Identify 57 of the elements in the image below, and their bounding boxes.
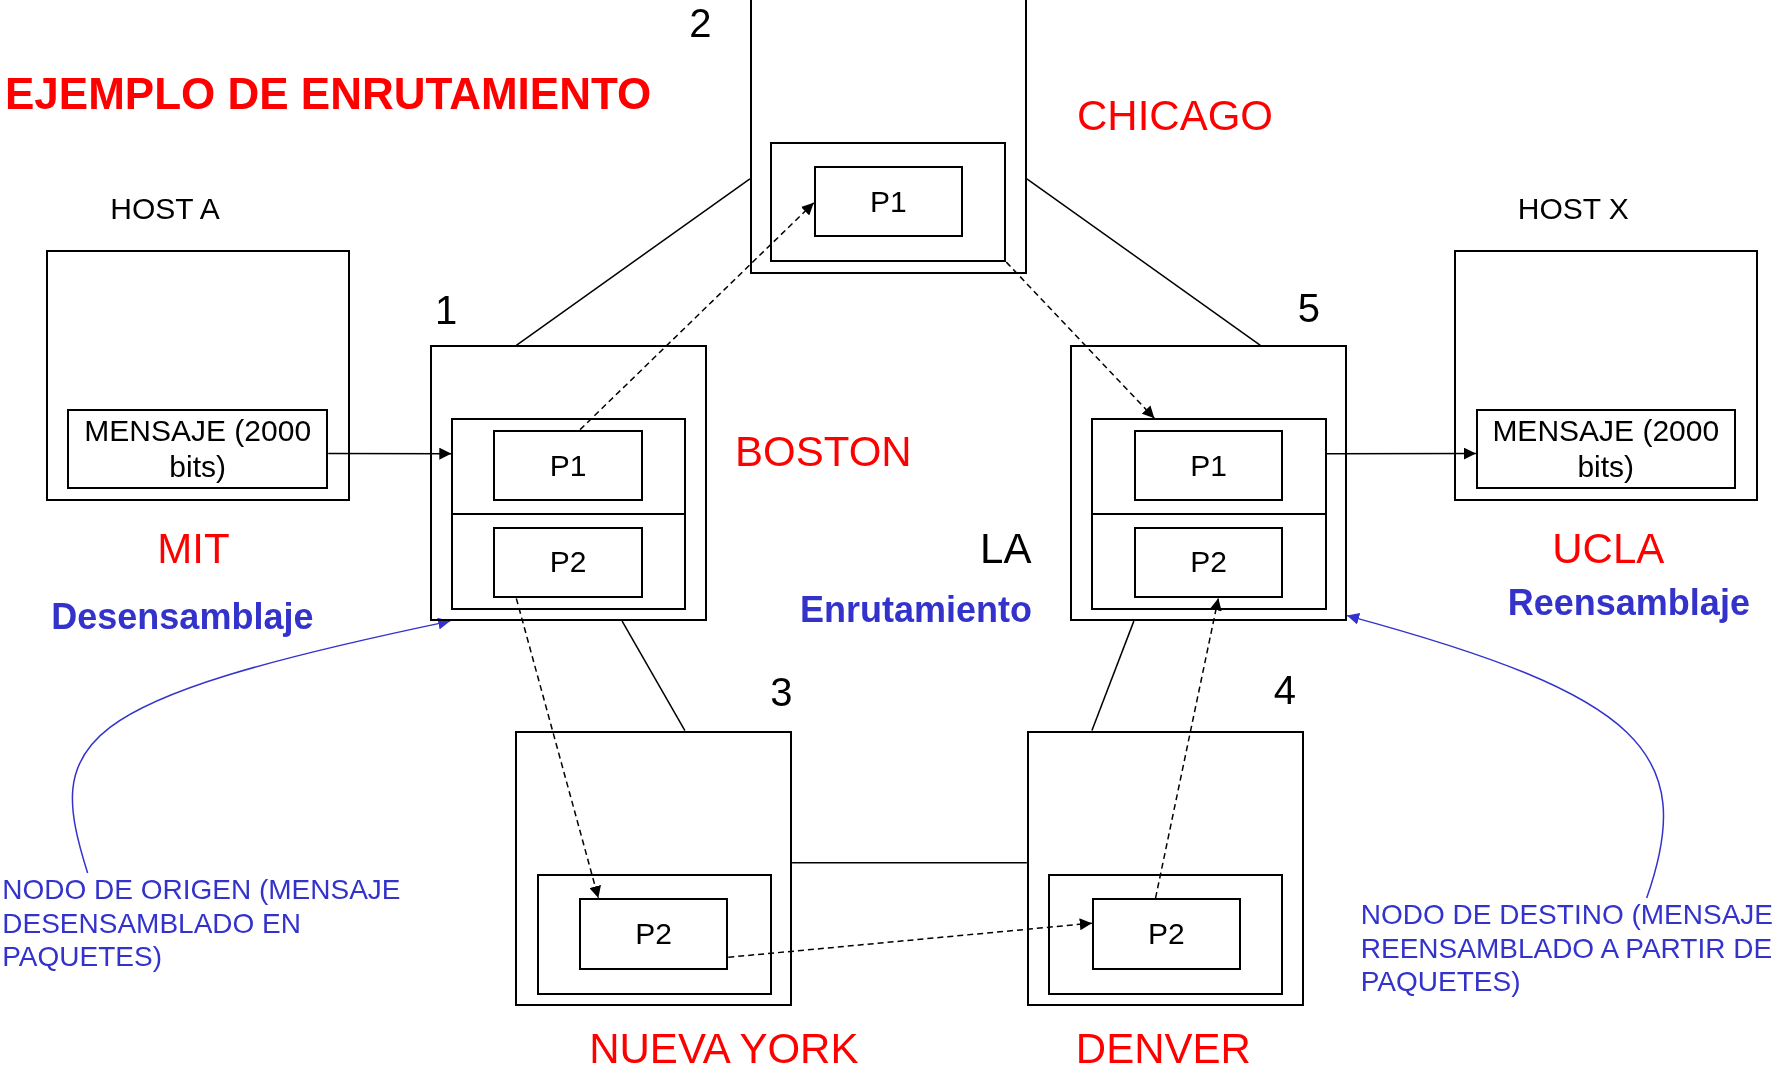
- stage-label: Reensamblaje: [1507, 583, 1750, 622]
- packet-box: [493, 526, 643, 599]
- packet-box: [493, 429, 643, 502]
- node-number: 5: [1297, 286, 1321, 329]
- arrow: [1325, 447, 1477, 460]
- buffer-box: [1048, 874, 1284, 995]
- message-box: [67, 409, 329, 489]
- callout-text: NODO DE ORIGEN (MENSAJE DESENSAMBLADO EN PAQUETES): [2, 873, 402, 974]
- callout-arrow: [72, 617, 451, 874]
- arrow: [515, 597, 601, 899]
- city-label: BOSTON: [735, 430, 912, 473]
- arrow: [1005, 261, 1156, 419]
- packet-label: P2: [1148, 915, 1185, 952]
- message-box: [1475, 409, 1736, 489]
- packet-box: [578, 898, 729, 970]
- link-line: [515, 178, 751, 347]
- city-label: MIT: [157, 527, 230, 570]
- node-number: 3: [770, 671, 793, 713]
- message-text: MENSAJE (2000 bits): [1491, 413, 1721, 485]
- stage-label: Enrutamiento: [800, 591, 1033, 630]
- message-text: MENSAJE (2000 bits): [83, 413, 313, 485]
- callout-arrow: [1346, 613, 1664, 899]
- link-line: [1091, 620, 1135, 732]
- buffer-box: [1090, 418, 1327, 610]
- link-line: [791, 861, 1028, 864]
- packet-label: P2: [549, 544, 587, 581]
- callout-text: NODO DE DESTINO (MENSAJE REENSAMBLADO A PARTIR DE PAQUETES): [1360, 898, 1774, 999]
- arrow: [579, 202, 815, 431]
- diagram-title: EJEMPLO DE ENRUTAMIENTO: [5, 70, 652, 117]
- node-number: 2: [689, 2, 712, 44]
- host-label: HOST X: [1517, 193, 1629, 225]
- arrow: [327, 447, 453, 460]
- packet-label: P1: [1190, 447, 1227, 484]
- buffer-box: [536, 874, 772, 995]
- packet-box: [1133, 526, 1284, 599]
- city-label: NUEVA YORK: [589, 1027, 859, 1070]
- packet-label: P2: [635, 915, 672, 952]
- node-number: 1: [435, 289, 458, 332]
- buffer-box: [770, 142, 1007, 263]
- stage-label: Desensamblaje: [51, 598, 314, 637]
- host-label: HOST A: [110, 193, 220, 225]
- packet-box: [1133, 429, 1284, 502]
- packet-label: P2: [1190, 544, 1227, 581]
- arrow: [727, 918, 1093, 959]
- city-label: CHICAGO: [1077, 94, 1273, 137]
- city-label: DENVER: [1075, 1027, 1251, 1070]
- city-label: UCLA: [1552, 527, 1665, 570]
- buffer-box: [451, 418, 687, 610]
- packet-box: [1091, 898, 1242, 970]
- city-label: LA: [980, 527, 1032, 570]
- link-line: [621, 620, 686, 732]
- arrow: [1154, 597, 1222, 899]
- packet-label: P1: [549, 447, 587, 484]
- node-number: 4: [1273, 668, 1297, 711]
- packet-label: P1: [869, 183, 907, 220]
- link-line: [1026, 178, 1262, 347]
- packet-box: [813, 166, 963, 238]
